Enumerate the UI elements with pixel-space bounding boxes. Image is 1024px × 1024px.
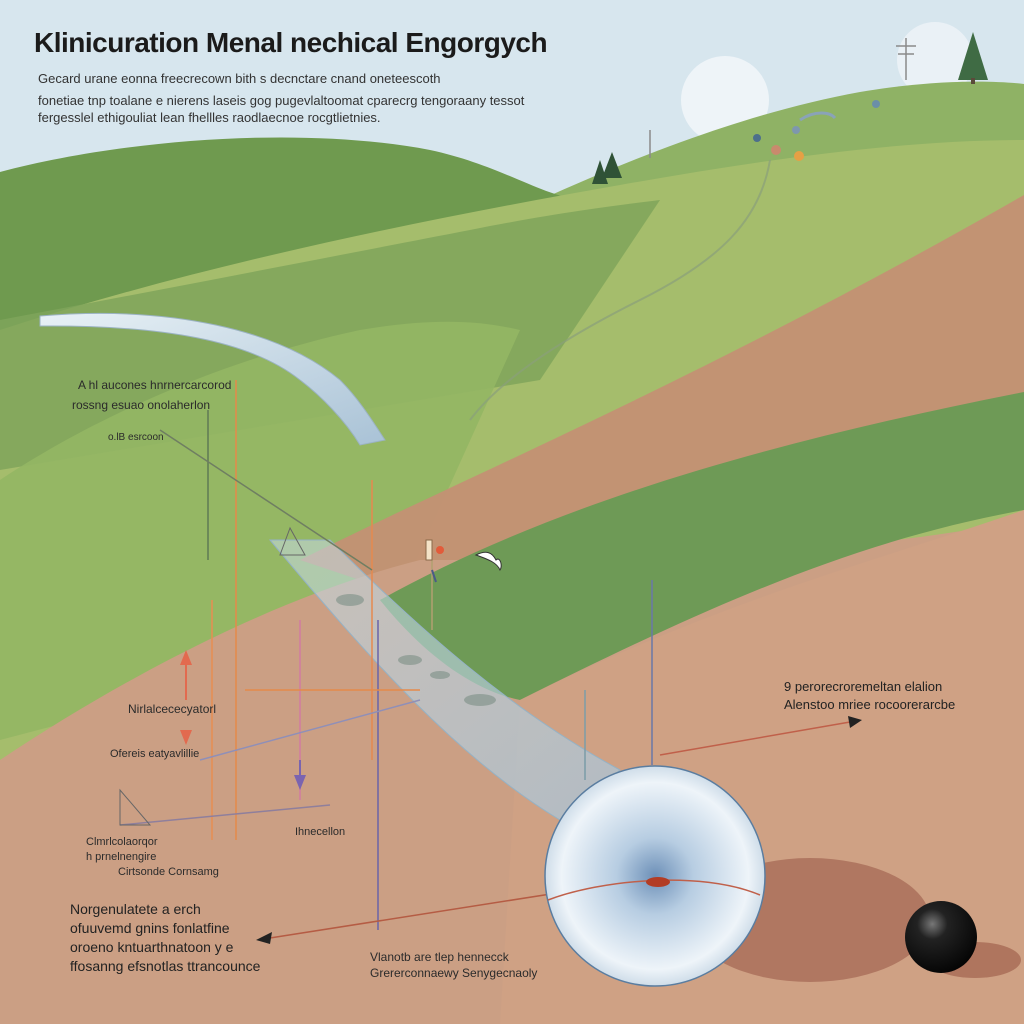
arrow-right xyxy=(659,716,862,756)
label-bottom-left-4: ffosanng efsnotlas ttrancounce xyxy=(70,958,261,974)
black-ball xyxy=(905,901,977,973)
intro-line-3: fergesslel ethigouliat lean fhellles rao… xyxy=(38,110,381,125)
far-slide-track xyxy=(469,159,771,421)
label-mid-2: Ofereis eatyavlillie xyxy=(110,748,200,760)
label-right-2: Alenstoo mriee rocoorerarcbe xyxy=(784,697,956,712)
label-mid-1: Nirlalcececyatorl xyxy=(128,702,217,716)
label-bottom-left-2: ofuuvemd gnins fonlatfine xyxy=(70,920,230,936)
soil-band-upper xyxy=(300,195,1024,600)
label-left-top-2: rossng esuao onolaherlon xyxy=(72,398,211,412)
arrow-down-purple xyxy=(294,760,306,790)
label-left-low-3: Cirtsonde Cornsamg xyxy=(118,866,219,878)
sun-glow-small xyxy=(897,22,973,98)
label-left-low-2: h prnelnengire xyxy=(86,851,157,863)
label-bottom-left-1: Norgenulatete a erch xyxy=(70,901,201,917)
label-bottom-mid-2: Grererconnaewy Senygecnaoly xyxy=(370,966,538,980)
intro-line-1: Gecard urane eonna freecrecown bith s de… xyxy=(38,71,441,86)
label-bottom-left-3: oroeno kntuarthnatoon y e xyxy=(70,939,234,955)
tree-far-mid xyxy=(592,152,622,184)
arrow-up-red xyxy=(180,650,192,745)
far-markers xyxy=(753,100,880,161)
label-bottom-mid-1: Vlanotb are tlep hennecck xyxy=(370,950,509,964)
small-figure-icon xyxy=(425,539,444,583)
small-triangle-mark xyxy=(119,526,306,826)
label-left-small: o.lB esrcoon xyxy=(108,432,164,443)
green-band xyxy=(380,392,1024,700)
label-right-1: 9 perorecroremeltan elalion xyxy=(784,679,943,694)
hill-left xyxy=(0,137,620,330)
tree-far-right xyxy=(958,32,988,84)
diagram-title: Klinicuration Menal nechical Engorgych xyxy=(34,27,548,58)
sphere-core xyxy=(646,877,670,887)
utility-pole xyxy=(649,38,916,158)
label-left-low-1: Clmrlcolaorqor xyxy=(86,836,158,848)
chute-debris xyxy=(336,594,496,706)
label-left-top-1: A hl aucones hnrnercarcorod xyxy=(78,378,232,392)
curved-tube xyxy=(39,312,386,446)
bird-icon xyxy=(474,551,502,571)
intro-line-2: fonetiae tnp toalane e nierens laseis go… xyxy=(38,93,525,108)
hill-left-lower xyxy=(0,321,520,740)
guide-lines xyxy=(119,380,653,930)
glass-sphere xyxy=(544,765,766,987)
label-center-small: Ihnecellon xyxy=(295,826,346,838)
